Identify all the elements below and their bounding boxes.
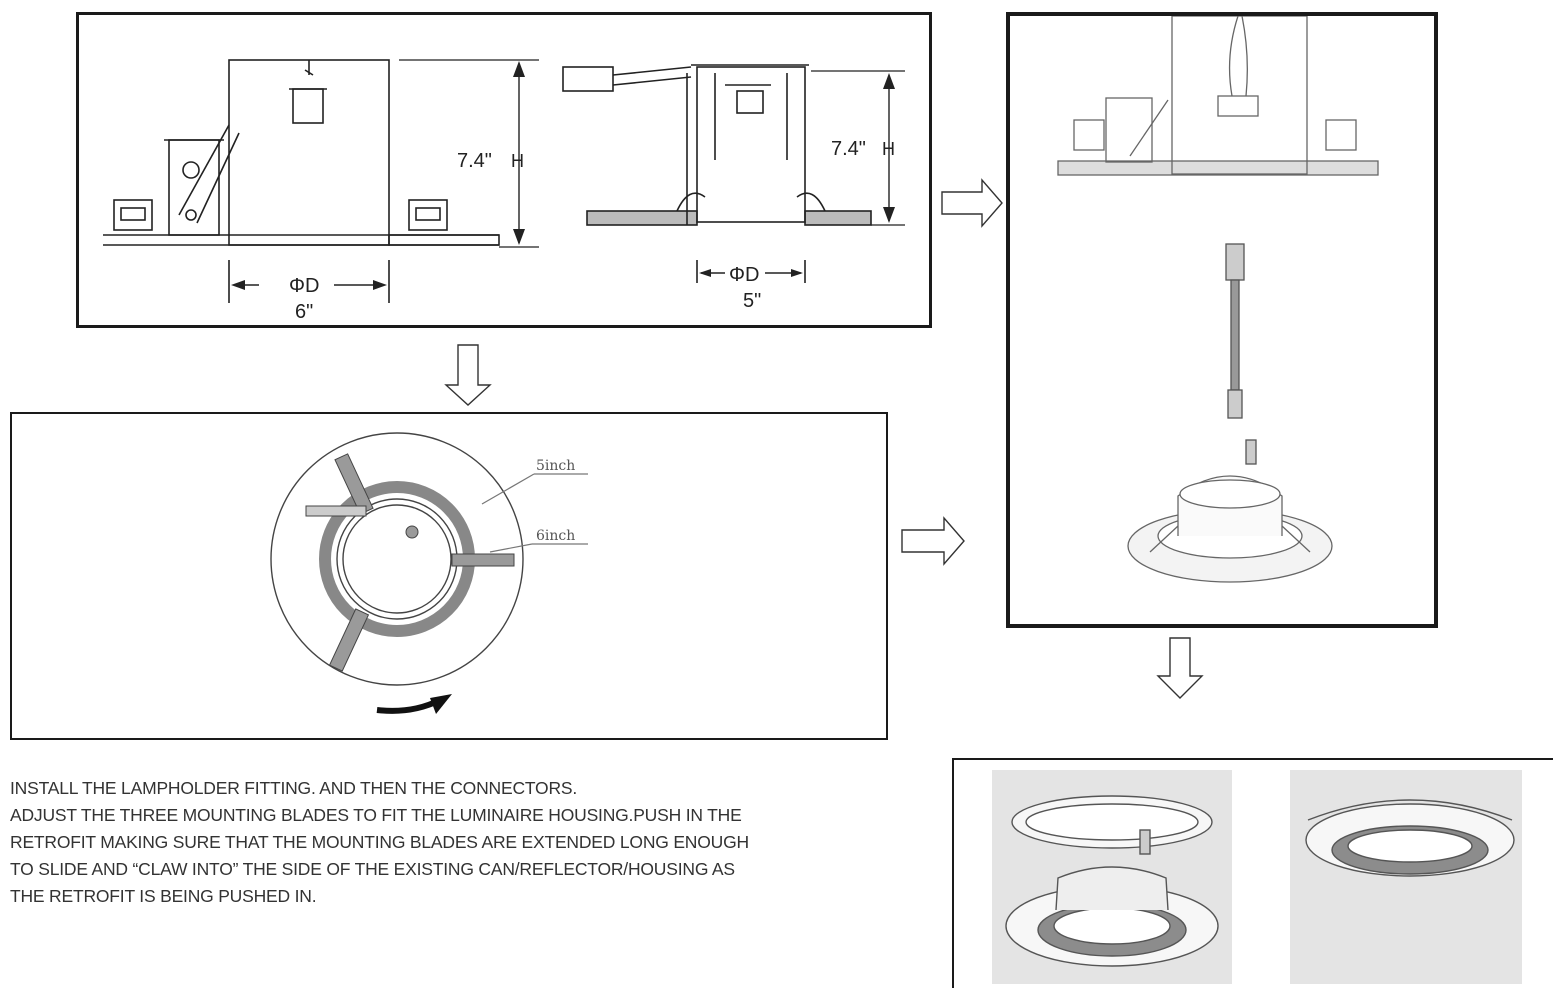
right-diameter-label: ΦD	[729, 264, 759, 286]
rotate-arrow-icon	[376, 697, 442, 714]
installation-instructions: INSTALL THE LAMPHOLDER FITTING. AND THEN…	[10, 775, 940, 910]
left-clip	[113, 199, 153, 231]
blade-label-6inch: 6inch	[536, 528, 575, 544]
retrofit-assembly-panel	[1006, 12, 1438, 628]
instruction-line-2: ADJUST THE THREE MOUNTING BLADES TO FIT …	[10, 805, 742, 825]
left-height-value: 7.4"	[457, 150, 492, 172]
lampholder-adapter	[1225, 243, 1245, 281]
left-socket	[292, 88, 324, 124]
instruction-line-5: THE RETROFIT IS BEING PUSHED IN.	[10, 886, 317, 906]
right-socket	[736, 90, 764, 114]
housing-dimensions-drawing: 7.4" H ΦD 6"	[103, 59, 905, 323]
connector-plug	[1227, 389, 1243, 419]
connector-socket	[1245, 439, 1257, 465]
left-diameter-label: ΦD	[289, 275, 319, 297]
ceiling-board	[1057, 160, 1379, 176]
blade-label-5inch: 5inch	[536, 458, 575, 474]
instruction-line-4: TO SLIDE AND “CLAW INTO” THE SIDE OF THE…	[10, 859, 735, 879]
installed-retrofit-drawing	[1005, 795, 1515, 967]
installed-retrofit-panel	[952, 758, 1553, 988]
right-ceiling-right	[804, 210, 872, 226]
existing-junction-box	[1105, 97, 1153, 163]
arrow-down-icon-2	[1156, 637, 1204, 699]
instruction-line-3: RETROFIT MAKING SURE THAT THE MOUNTING B…	[10, 832, 749, 852]
mounting-blades-panel: 5inch 6inch	[10, 412, 888, 740]
existing-can	[1171, 16, 1308, 175]
right-ceiling-left	[586, 210, 698, 226]
blade-bottom	[328, 608, 370, 672]
arrow-right-icon-2	[901, 516, 965, 566]
right-diameter-value: 5"	[743, 290, 761, 312]
left-height-unit: H	[511, 151, 524, 171]
retrofit-assembly-drawing	[1057, 16, 1379, 583]
blade-top	[334, 453, 374, 515]
arrow-down-icon	[444, 344, 492, 406]
right-bracket	[562, 66, 614, 92]
blade-right	[451, 553, 515, 567]
existing-socket	[1217, 95, 1259, 117]
trim-outer-ring	[270, 432, 524, 686]
left-can-body	[228, 59, 390, 246]
right-can-body	[696, 66, 806, 223]
right-height-unit: H	[882, 139, 895, 159]
mounting-blades-drawing: 5inch 6inch	[270, 432, 588, 714]
right-clip	[408, 199, 448, 231]
instruction-line-1: INSTALL THE LAMPHOLDER FITTING. AND THEN…	[10, 778, 578, 798]
left-diameter-value: 6"	[295, 301, 313, 323]
housing-dimensions-panel: 7.4" H ΦD 6"	[76, 12, 932, 328]
arrow-right-icon	[941, 178, 1003, 228]
right-height-value: 7.4"	[831, 138, 866, 160]
